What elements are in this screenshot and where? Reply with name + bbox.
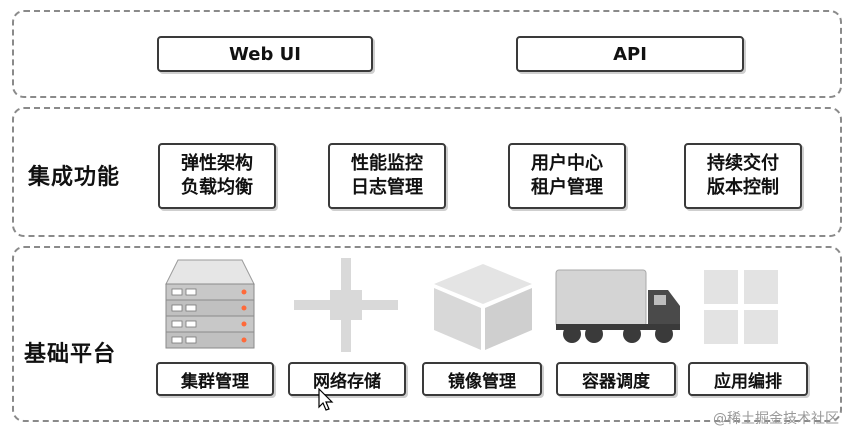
app-orchestration-box: 应用编排 xyxy=(688,362,808,396)
api-box: API xyxy=(516,36,744,72)
api-label: API xyxy=(613,43,647,65)
box-line1: 持续交付 xyxy=(707,153,779,174)
web-ui-box: Web UI xyxy=(157,36,373,72)
network-cross-icon xyxy=(294,258,398,352)
app-orchestration-label: 应用编排 xyxy=(714,371,782,392)
container-scheduling-label: 容器调度 xyxy=(582,371,650,392)
user-center-box: 用户中心 租户管理 xyxy=(508,143,626,209)
box-line1: 性能监控 xyxy=(351,153,423,174)
network-storage-box: 网络存储 xyxy=(288,362,406,396)
mouse-cursor-icon xyxy=(318,388,334,411)
image-management-box: 镜像管理 xyxy=(422,362,542,396)
box-line1: 弹性架构 xyxy=(181,153,253,174)
cluster-management-box: 集群管理 xyxy=(156,362,274,396)
box-line2: 版本控制 xyxy=(707,177,779,198)
foundation-layer-title: 基础平台 xyxy=(24,342,117,367)
box-line2: 负载均衡 xyxy=(181,177,253,198)
presentation-layer: Web UI API xyxy=(12,10,842,98)
truck-icon xyxy=(555,269,680,343)
network-storage-label: 网络存储 xyxy=(313,371,381,392)
performance-monitoring-box: 性能监控 日志管理 xyxy=(328,143,446,209)
cube-icon xyxy=(434,264,532,350)
integration-layer-title: 集成功能 xyxy=(28,165,121,190)
continuous-delivery-box: 持续交付 版本控制 xyxy=(684,143,802,209)
foundation-layer: 基础平台 xyxy=(12,246,842,422)
box-line2: 日志管理 xyxy=(351,177,423,198)
image-management-label: 镜像管理 xyxy=(448,371,516,392)
cluster-management-label: 集群管理 xyxy=(181,371,249,392)
server-rack-icon xyxy=(165,259,255,349)
grid-tiles-icon xyxy=(704,270,778,344)
integration-layer: 集成功能 弹性架构 负载均衡 性能监控 日志管理 用户中心 租户管理 持续交付 … xyxy=(12,107,842,237)
watermark: @稀土掘金技术社区 xyxy=(713,411,839,427)
elastic-architecture-box: 弹性架构 负载均衡 xyxy=(158,143,276,209)
web-ui-label: Web UI xyxy=(229,43,301,65)
box-line1: 用户中心 xyxy=(531,153,603,174)
container-scheduling-box: 容器调度 xyxy=(556,362,676,396)
box-line2: 租户管理 xyxy=(531,177,603,198)
